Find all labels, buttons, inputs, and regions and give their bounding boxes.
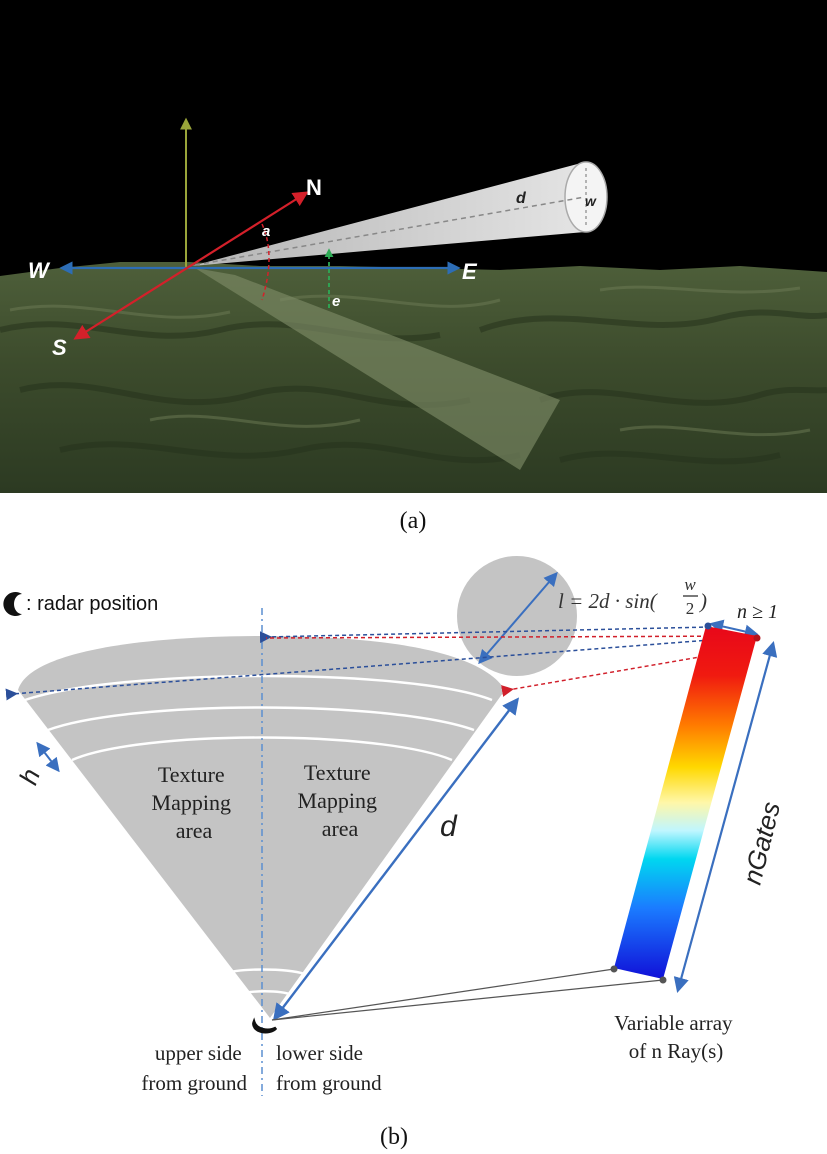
- h-arrow: [36, 741, 60, 773]
- formula-lhs: l = 2d · sin(: [558, 589, 659, 613]
- elevation-label: e: [332, 293, 340, 310]
- formula-rhs: ): [699, 589, 707, 613]
- formula-denominator: 2: [686, 599, 695, 618]
- projection-left: [5, 639, 711, 701]
- colorbar-corner-top-left: [704, 622, 712, 630]
- projection-top-red: [265, 635, 758, 639]
- n-condition: n ≥ 1: [737, 601, 778, 623]
- panel-a: N S W E a e d w: [0, 0, 827, 493]
- legend-text: : radar position: [26, 593, 158, 615]
- d-label: d: [440, 810, 458, 843]
- connector-upper: [271, 968, 615, 1021]
- ngates-arrow: [673, 641, 778, 993]
- panel-b: : radar position Texture Mapping area Te…: [3, 556, 786, 1096]
- caption-a: (a): [400, 508, 427, 534]
- formula: l = 2d · sin( w 2 ): [558, 575, 707, 618]
- connector-lower: [271, 979, 664, 1021]
- lower-side-label: lower side from ground: [276, 1041, 382, 1095]
- upper-side-label: upper side from ground: [141, 1041, 247, 1095]
- azimuth-label: a: [262, 223, 270, 240]
- texture-area-left: Texture Mapping area: [152, 762, 237, 843]
- south-label: S: [52, 335, 67, 360]
- ray-color-bar: [614, 626, 757, 979]
- north-south-axis: [73, 191, 309, 340]
- n-width-arrow: [709, 619, 759, 639]
- projection-right-red: [501, 647, 753, 697]
- east-label: E: [462, 259, 478, 284]
- north-label: N: [306, 175, 322, 200]
- width-label: w: [585, 193, 597, 209]
- formula-numerator: w: [684, 575, 696, 594]
- l-arrow: [478, 571, 558, 665]
- west-label: W: [28, 258, 51, 283]
- colorbar-corner-top-right: [753, 634, 761, 642]
- distance-label: d: [516, 190, 527, 207]
- crescent-marker: [3, 592, 23, 617]
- h-label: h: [13, 765, 46, 789]
- d-arrow: [272, 697, 520, 1021]
- array-caption: Variable array of n Ray(s): [614, 1011, 738, 1063]
- azimuth-arc: [261, 223, 270, 301]
- radar-position-marker: [252, 1017, 278, 1034]
- beam-end: [564, 161, 608, 233]
- projection-lines: [5, 626, 758, 701]
- ngates-label: nGates: [737, 799, 786, 888]
- beam-cross-section: [457, 556, 577, 676]
- caption-b: (b): [380, 1124, 408, 1150]
